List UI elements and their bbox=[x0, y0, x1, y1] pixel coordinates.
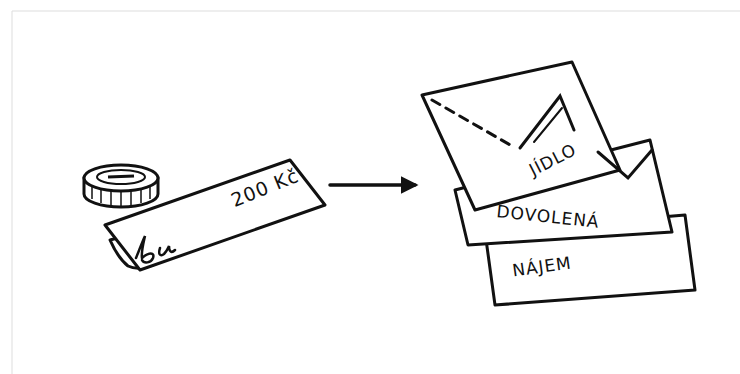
signature-scribble bbox=[136, 236, 175, 262]
coin bbox=[84, 165, 158, 207]
frame-line bbox=[12, 11, 13, 374]
envelope-outline bbox=[415, 60, 620, 210]
envelope-shape bbox=[485, 215, 695, 305]
envelope-flap bbox=[432, 96, 652, 178]
envelope: JÍDLO bbox=[415, 60, 620, 210]
banknote: 200 Kč bbox=[100, 150, 330, 275]
envelope-shape bbox=[455, 140, 672, 245]
banknote-shape bbox=[105, 160, 325, 270]
flow-arrow bbox=[330, 183, 415, 187]
frame-line bbox=[12, 11, 740, 12]
